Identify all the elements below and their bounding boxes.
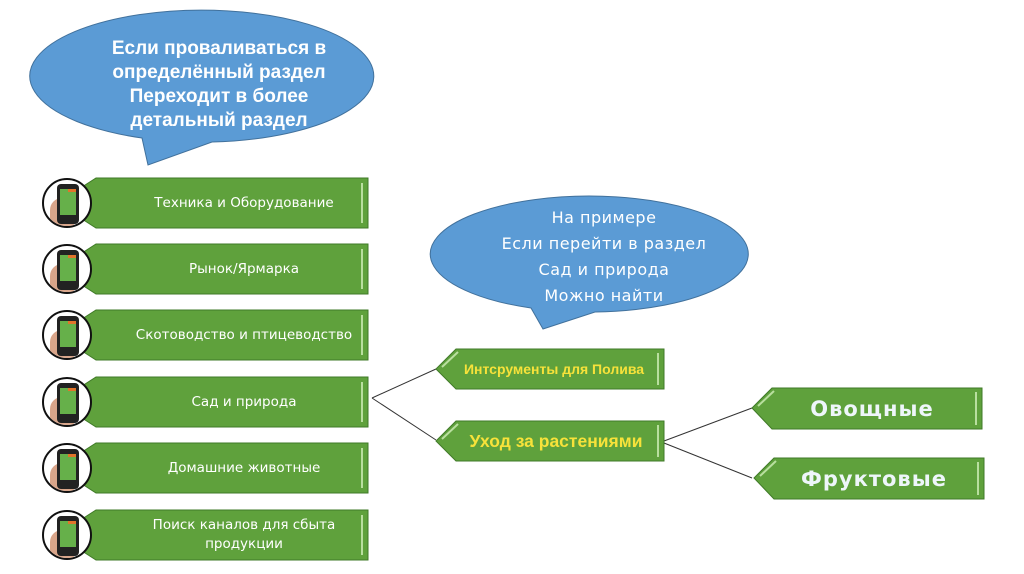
category-label: Скотоводство и птицеводство (135, 326, 353, 343)
category-item[interactable]: Поиск каналов для сбыта продукции (42, 509, 369, 561)
phone-in-hand-icon (42, 443, 92, 493)
phone-in-hand-icon (42, 510, 92, 560)
callout-line: детальный раздел (130, 110, 308, 131)
speech-bubble-shape (29, 9, 375, 166)
subcategory-label: Интсрументы для Полива (463, 361, 645, 377)
callout-line: Можно найти (544, 286, 664, 305)
tag-shape (751, 387, 983, 430)
phone-in-hand-icon (42, 310, 92, 360)
callout-line: Если перейти в раздел (501, 234, 707, 253)
category-label: Домашние животные (167, 459, 321, 476)
category-item[interactable]: Рынок/Ярмарка (42, 243, 369, 295)
tag-shape (435, 348, 665, 390)
category-item[interactable]: Домашние животные (42, 442, 369, 494)
tag-shape (753, 457, 985, 500)
callout-line: Если проваливаться в (111, 38, 327, 59)
speech-bubble-shape (429, 195, 749, 330)
callout-line: На примере (551, 208, 657, 227)
phone-in-hand-icon (42, 244, 92, 294)
subcategory-watering-tools[interactable]: Интсрументы для Полива (434, 348, 666, 390)
category-item[interactable]: Техника и Оборудование (42, 177, 369, 229)
callout-line: Переходит в более (129, 86, 309, 107)
category-label: Сад и природа (191, 393, 297, 410)
subcategory-plant-care[interactable]: Уход за растениями (434, 420, 666, 462)
connector-garden-to-tools (371, 368, 437, 399)
connector-garden-to-care (371, 397, 437, 441)
phone-in-hand-icon (42, 377, 92, 427)
category-label: Рынок/Ярмарка (189, 260, 299, 277)
connector-care-to-vegetables (663, 407, 753, 442)
subcategory-label: Овощные (810, 396, 934, 421)
callout-bubble-example: На примере Если перейти в раздел Сад и п… (429, 195, 763, 332)
subcategory-label: Уход за растениями (469, 430, 643, 451)
callout-bubble-navigation: Если проваливаться в определённый раздел… (29, 9, 392, 169)
callout-line: определённый раздел (112, 62, 326, 83)
category-item[interactable]: Сад и природа (42, 376, 369, 428)
category-label: Техника и Оборудование (154, 194, 334, 211)
callout-line: Сад и природа (538, 260, 670, 279)
tag-shape (435, 420, 665, 462)
category-label: Поиск каналов для сбыта продукции (152, 517, 336, 552)
callout-text: На примере Если перейти в раздел Сад и п… (475, 202, 733, 312)
callout-text: Если проваливаться в определённый раздел… (84, 24, 354, 146)
subcategory-label: Фруктовые (801, 466, 947, 491)
connector-care-to-fruits (663, 442, 753, 479)
subcategory-fruits[interactable]: Фруктовые (752, 457, 986, 500)
phone-in-hand-icon (42, 178, 92, 228)
subcategory-vegetables[interactable]: Овощные (750, 387, 984, 430)
category-item[interactable]: Скотоводство и птицеводство (42, 309, 369, 361)
